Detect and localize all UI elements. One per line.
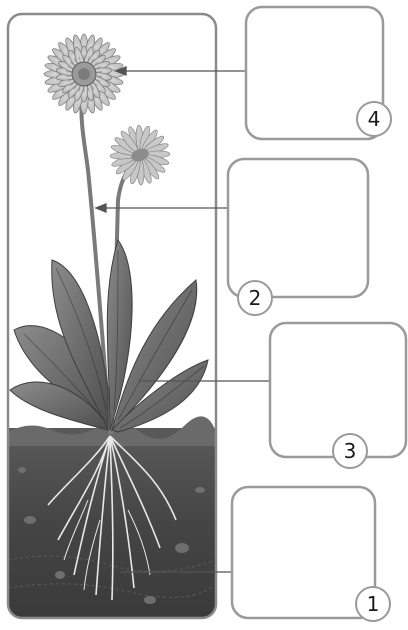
- plant-frame: [8, 14, 216, 618]
- label-number-1: 1: [367, 592, 380, 616]
- label-number-4: 4: [368, 107, 381, 131]
- label-number-2: 2: [249, 286, 262, 310]
- label-box-3[interactable]: 3: [270, 323, 406, 468]
- label-box-1[interactable]: 1: [232, 487, 390, 621]
- label-number-3: 3: [344, 439, 357, 463]
- label-box-2[interactable]: 2: [228, 159, 368, 315]
- label-box-4[interactable]: 4: [246, 7, 391, 139]
